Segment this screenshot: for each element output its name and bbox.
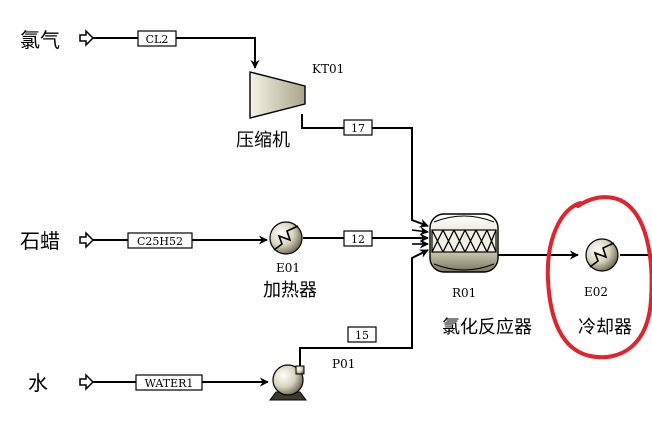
feed-port-paraffin[interactable] [79, 231, 95, 249]
stream-tag-17[interactable]: 17 [343, 119, 373, 136]
cooler-e02[interactable] [585, 238, 619, 272]
stream-tag-c25h52[interactable]: C25H52 [127, 232, 193, 249]
heater-label: 加热器 [263, 280, 317, 301]
compressor-id: KT01 [312, 62, 344, 76]
heater-coil-icon [273, 225, 299, 251]
feed-label-chlorine: 氯气 [20, 28, 60, 52]
feed-port-water[interactable] [79, 373, 95, 391]
stream-tag-cl2[interactable]: CL2 [137, 30, 177, 47]
feed-label-paraffin: 石蜡 [20, 229, 60, 253]
compressor-icon [249, 71, 306, 119]
pump-id: P01 [332, 357, 355, 371]
stream-tag-cl2-text: CL2 [146, 33, 169, 46]
reactor-id: R01 [452, 286, 476, 300]
feed-label-water: 水 [28, 371, 48, 395]
stream-tag-water1-text: WATER1 [145, 377, 194, 390]
pump-p01[interactable] [269, 364, 307, 401]
reactor-r01[interactable] [429, 213, 499, 273]
compressor-kt01[interactable] [249, 71, 306, 119]
stream-tag-17-text: 17 [351, 122, 365, 135]
heater-e01[interactable] [269, 221, 303, 255]
reactor-inlet-arrows [411, 226, 429, 249]
compressor-label: 压缩机 [236, 130, 290, 151]
cooler-coil-icon [589, 242, 615, 268]
stream-tag-15-text: 15 [355, 329, 369, 342]
stream-tag-12[interactable]: 12 [343, 230, 373, 247]
feed-port-chlorine[interactable] [79, 29, 95, 47]
red-highlight-circle [545, 195, 652, 360]
pump-base-icon [269, 391, 307, 401]
stream-17-line[interactable] [301, 114, 429, 228]
stream-15-line[interactable] [299, 249, 429, 372]
cooler-label: 冷却器 [578, 317, 632, 338]
stream-tag-c25h52-text: C25H52 [137, 235, 183, 248]
stream-tag-12-text: 12 [351, 233, 365, 246]
reactor-label: 氯化反应器 [442, 317, 532, 338]
heater-id: E01 [276, 261, 300, 275]
stream-tag-15[interactable]: 15 [347, 326, 377, 343]
cooler-id: E02 [584, 285, 608, 299]
stream-tag-water1[interactable]: WATER1 [135, 374, 203, 391]
reactor-packing-icon [431, 229, 497, 253]
